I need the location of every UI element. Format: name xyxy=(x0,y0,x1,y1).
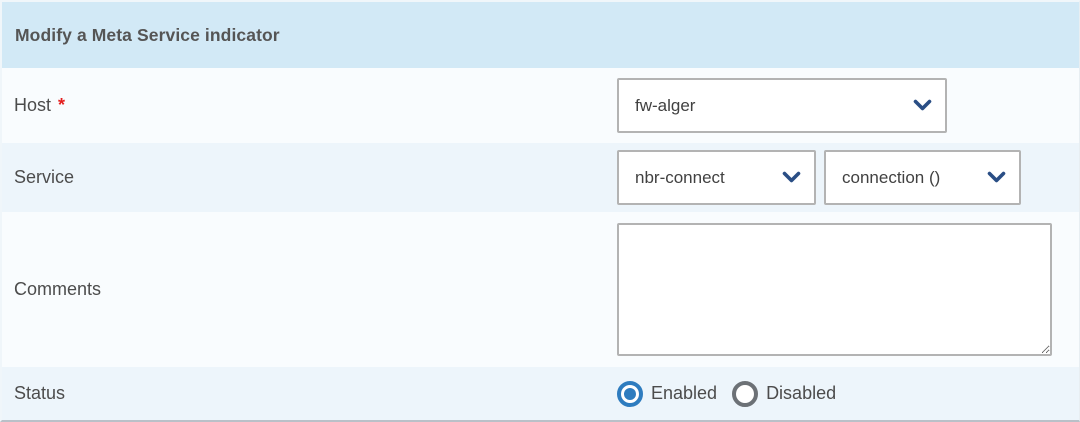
status-label: Status xyxy=(14,383,66,403)
host-select-value: fw-alger xyxy=(635,95,696,115)
form-header: Modify a Meta Service indicator xyxy=(2,2,1079,68)
service-value-cell: nbr-connect connection () xyxy=(617,143,1079,212)
service-select-value: nbr-connect xyxy=(635,167,725,187)
service-select[interactable]: nbr-connect xyxy=(617,150,816,205)
metric-select-value: connection () xyxy=(842,167,941,187)
metric-select[interactable]: connection () xyxy=(824,150,1021,205)
radio-selected-icon[interactable] xyxy=(617,380,643,407)
chevron-down-icon xyxy=(913,99,932,112)
comments-value-cell xyxy=(617,212,1079,367)
service-row: Service nbr-connect connection () xyxy=(2,143,1079,212)
host-value-cell: fw-alger xyxy=(617,68,1079,143)
status-row: Status Enabled Disabled xyxy=(2,367,1079,420)
comments-row: Comments xyxy=(2,212,1079,367)
comments-textarea[interactable] xyxy=(617,223,1052,356)
radio-enabled-label: Enabled xyxy=(651,383,718,403)
status-value-cell: Enabled Disabled xyxy=(617,367,1079,420)
radio-unselected-icon[interactable] xyxy=(732,380,759,407)
host-select[interactable]: fw-alger xyxy=(617,78,947,133)
status-radio-group: Enabled Disabled xyxy=(617,380,837,407)
status-label-cell: Status xyxy=(2,367,617,420)
chevron-down-icon xyxy=(987,171,1006,184)
page-title: Modify a Meta Service indicator xyxy=(15,24,280,45)
status-radio-enabled[interactable]: Enabled xyxy=(617,380,718,407)
status-radio-disabled[interactable]: Disabled xyxy=(732,380,837,407)
required-asterisk: * xyxy=(58,95,66,115)
service-label-cell: Service xyxy=(2,143,617,212)
host-label: Host xyxy=(14,95,52,115)
host-row: Host * fw-alger xyxy=(2,68,1079,143)
host-label-cell: Host * xyxy=(2,68,617,143)
comments-label: Comments xyxy=(14,279,102,299)
chevron-down-icon xyxy=(782,171,801,184)
comments-label-cell: Comments xyxy=(2,212,617,367)
service-label: Service xyxy=(14,167,75,187)
radio-disabled-label: Disabled xyxy=(766,383,837,403)
